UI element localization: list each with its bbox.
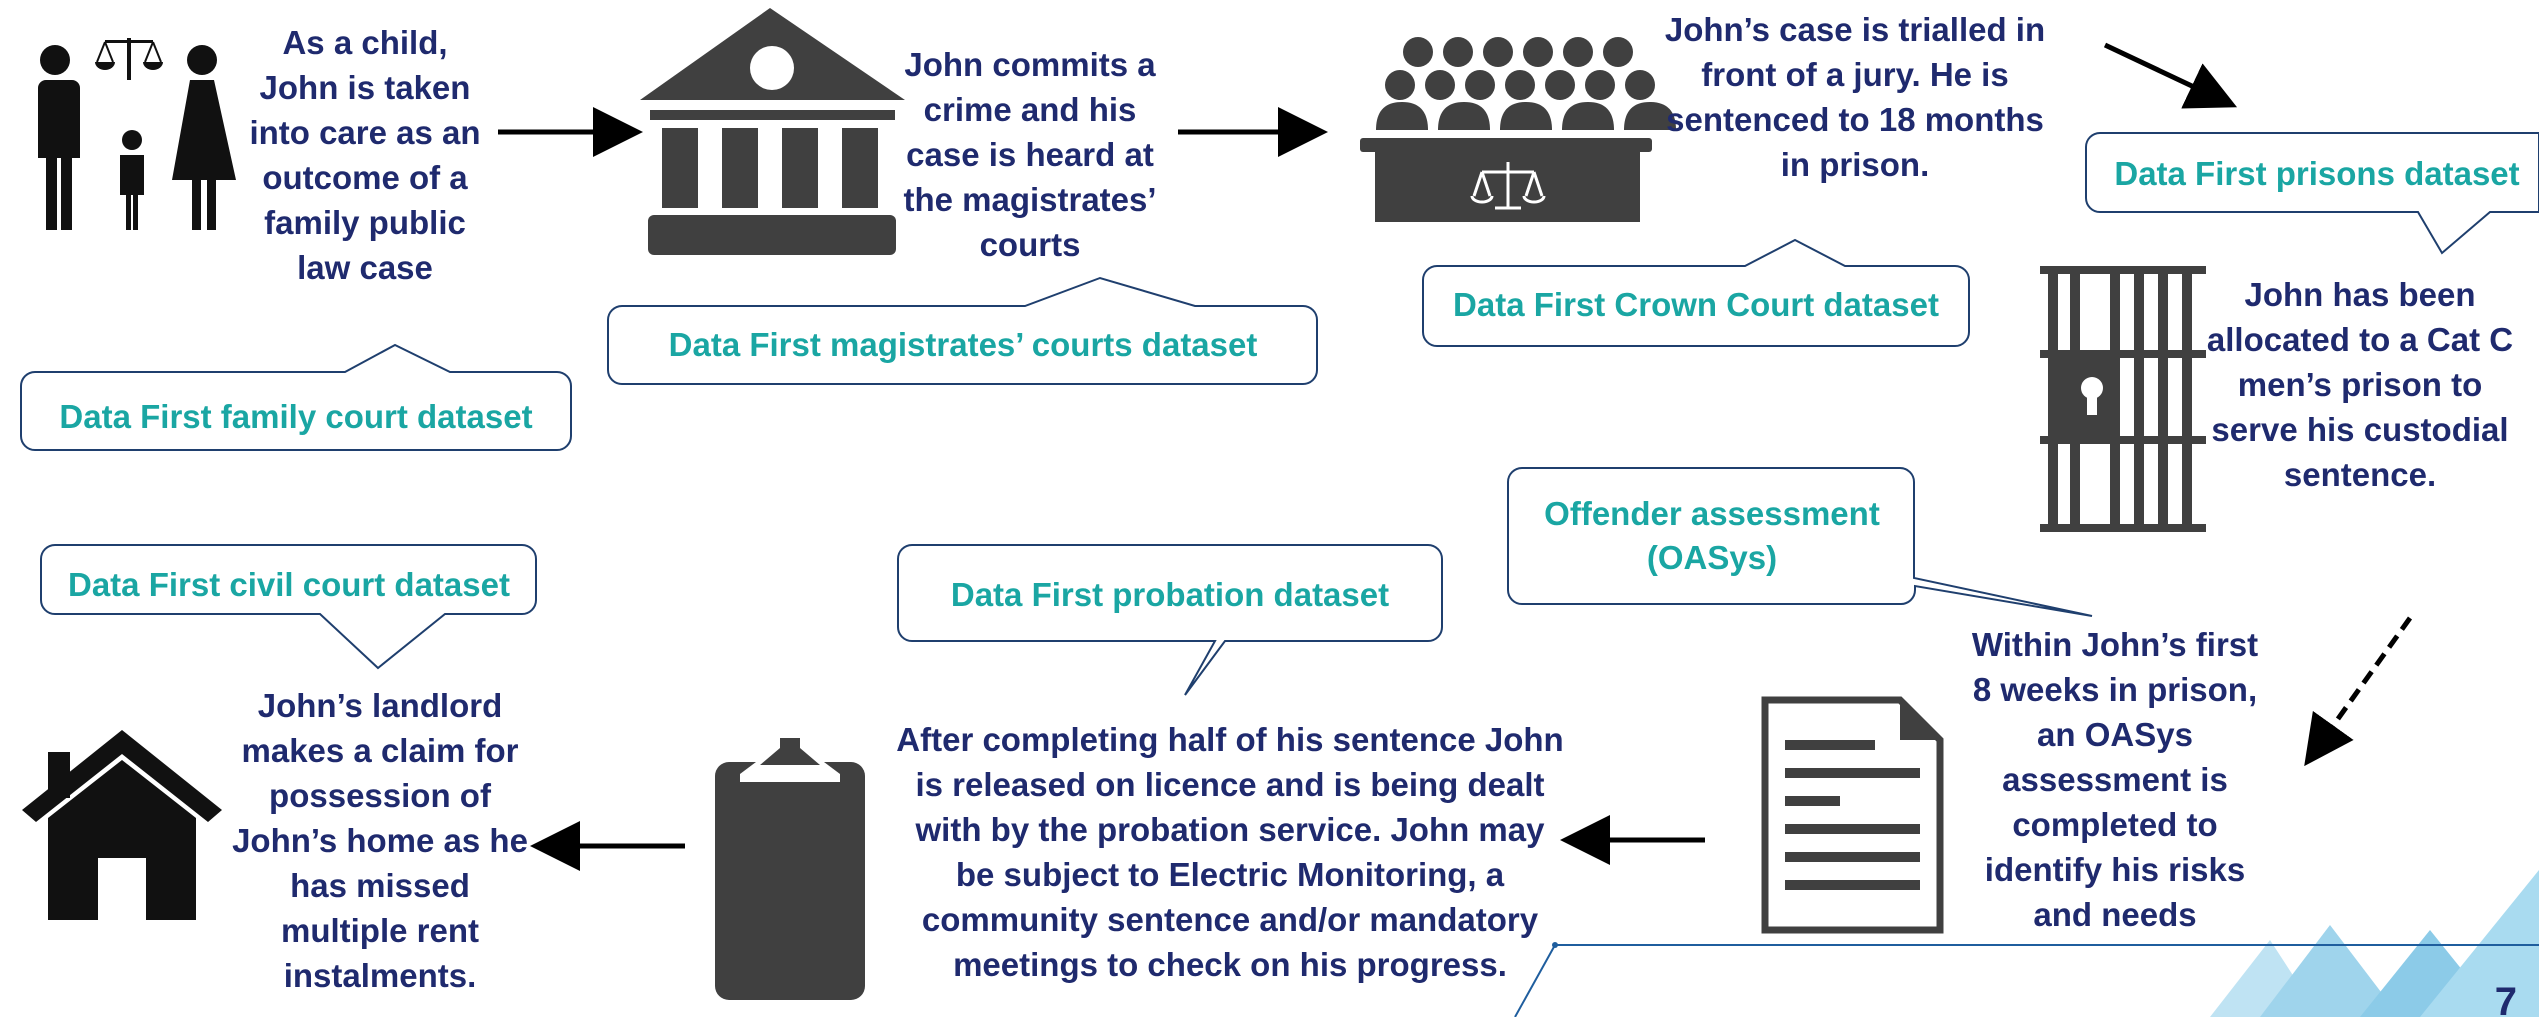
label-prisons-dataset: Data First prisons dataset bbox=[2114, 155, 2520, 192]
step-oasys-text: Within John’s first 8 weeks in prison, a… bbox=[1971, 626, 2259, 933]
step-prison-text: John has been allocated to a Cat C men’s… bbox=[2206, 276, 2514, 493]
step-civil-text: John’s landlord makes a claim for posses… bbox=[232, 687, 528, 994]
callout-civil-dataset bbox=[40, 544, 537, 670]
step-family-text: As a child, John is taken into care as a… bbox=[249, 24, 481, 286]
document-icon bbox=[1761, 696, 1944, 934]
label-oasys-dataset: Offender assessment (OASys) bbox=[1544, 495, 1880, 576]
court-building-icon bbox=[640, 8, 905, 255]
callout-probation-dataset bbox=[897, 544, 1443, 696]
callout-family-dataset bbox=[20, 343, 572, 451]
label-family-dataset: Data First family court dataset bbox=[59, 398, 533, 435]
callout-prisons-dataset bbox=[2085, 132, 2539, 255]
callout-oasys-dataset bbox=[1507, 467, 2093, 617]
clipboard-icon bbox=[715, 738, 865, 1000]
arrow-prison-to-oasys bbox=[2304, 616, 2413, 767]
arrow-crown-to-prison bbox=[2103, 42, 2238, 109]
step-probation-text: After completing half of his sentence Jo… bbox=[896, 721, 1564, 983]
label-magistrates-dataset: Data First magistrates’ courts dataset bbox=[668, 326, 1258, 363]
callout-crown-dataset bbox=[1422, 238, 1970, 347]
label-probation-dataset: Data First probation dataset bbox=[950, 576, 1390, 613]
page-number: 7 bbox=[2494, 980, 2517, 1024]
house-icon bbox=[22, 730, 222, 920]
family-icon bbox=[38, 38, 236, 230]
step-magistrates-text: John commits a crime and his case is hea… bbox=[903, 46, 1157, 263]
step-crown-text: John’s case is trialled in front of a ju… bbox=[1664, 11, 2046, 183]
callout-magistrates-dataset bbox=[607, 276, 1318, 385]
corner-decoration bbox=[1514, 870, 2539, 1017]
label-civil-dataset: Data First civil court dataset bbox=[68, 566, 510, 603]
flow-arrows bbox=[498, 42, 2413, 871]
jury-icon bbox=[1360, 37, 1676, 222]
label-crown-dataset: Data First Crown Court dataset bbox=[1453, 286, 1939, 323]
prison-cell-icon bbox=[2040, 266, 2206, 532]
